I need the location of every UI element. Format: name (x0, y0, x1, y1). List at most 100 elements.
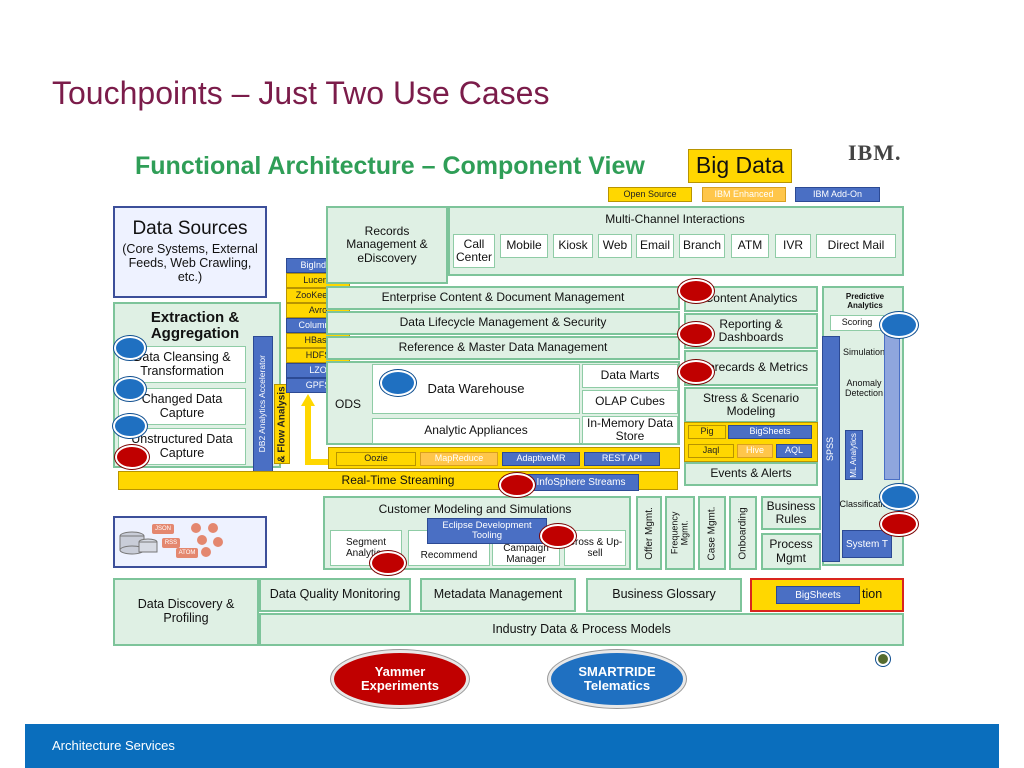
diagram-heading: Functional Architecture – Component View (135, 152, 645, 180)
ods-label: ODS (334, 397, 361, 412)
offer-mgmt: Offer Mgmt. (636, 496, 662, 570)
metadata-management: Metadata Management (420, 578, 576, 612)
bigsheets-bottom: BigSheets (776, 586, 860, 604)
data-marts: Data Marts (582, 364, 678, 388)
big-data-badge: Big Data (688, 149, 792, 183)
case-mgmt-label: Case Mgmt. (706, 506, 718, 560)
use-case-smartride[interactable]: SMARTRIDE Telematics (548, 650, 686, 708)
spss-vertical: SPSS (822, 336, 840, 562)
use-case-yammer[interactable]: Yammer Experiments (331, 650, 469, 708)
frequency-mgmt: Frequency Mgmt. (665, 496, 695, 570)
in-memory-store: In-Memory Data Store (582, 416, 678, 444)
hadoop-rest-api: REST API (584, 452, 660, 466)
eclipse-tooling: Eclipse Development Tooling (427, 518, 547, 544)
predictive-system-t: System T (842, 530, 892, 558)
data-sources-title: Data Sources (132, 218, 248, 240)
json-icon: JSON (152, 524, 174, 534)
marker-blue-scoring (880, 312, 918, 338)
spss-label: SPSS (825, 436, 836, 461)
predictive-scoring: Scoring (830, 315, 884, 331)
tool-jaql: Jaql (688, 444, 734, 458)
flow-analysis-vertical: & Flow Analysis (274, 384, 290, 464)
channel-atm[interactable]: ATM (731, 234, 769, 258)
marker-red-segment (370, 551, 406, 575)
social-icons (188, 520, 228, 560)
row-reference-master: Reference & Master Data Management (326, 336, 680, 360)
predictive-anomaly: Anomaly Detection (844, 378, 884, 398)
predictive-classification: Classification (839, 499, 893, 510)
channel-kiosk[interactable]: Kiosk (553, 234, 593, 258)
channel-mobile[interactable]: Mobile (500, 234, 548, 258)
marker-red-streaming (499, 473, 535, 497)
ml-analytics-label: ML Analytics (848, 432, 858, 478)
tool-bigsheets: BigSheets (728, 425, 812, 439)
channel-branch[interactable]: Branch (679, 234, 725, 258)
marker-red-crossup (540, 524, 576, 548)
hadoop-adaptivemr: AdaptiveMR (502, 452, 580, 466)
flow-analysis-label: & Flow Analysis (276, 385, 288, 463)
ibm-logo: IBM. (848, 140, 902, 165)
channel-web[interactable]: Web (598, 234, 632, 258)
row-enterprise-content: Enterprise Content & Document Management (326, 286, 680, 310)
footer-bar (25, 724, 999, 768)
channel-direct-mail[interactable]: Direct Mail (816, 234, 896, 258)
marker-blue-unstructured (113, 414, 147, 438)
frequency-mgmt-label: Frequency Mgmt. (669, 511, 689, 555)
db2-analytics-vertical: DB2 Analytics Accelerator (253, 336, 273, 472)
data-quality: Data Quality Monitoring (259, 578, 411, 612)
predictive-title: Predictive Analytics (845, 292, 885, 310)
marker-blue-warehouse (380, 370, 416, 396)
channel-email[interactable]: Email (636, 234, 674, 258)
atom-icon: ATOM (176, 548, 198, 558)
marker-blue-classification (880, 484, 918, 510)
records-management: Records Management & eDiscovery (326, 206, 448, 284)
predictive-simulation: Simulation (842, 347, 886, 358)
tool-pig: Pig (688, 425, 726, 439)
case-mgmt: Case Mgmt. (698, 496, 726, 570)
customer-modeling-title: Customer Modeling and Simulations (378, 502, 572, 517)
marker-red-scorecards (678, 360, 714, 384)
business-rules: Business Rules (761, 496, 821, 530)
database-icon (118, 528, 158, 558)
tool-hive: Hive (737, 444, 773, 458)
events-alerts: Events & Alerts (684, 462, 818, 486)
rss-icon: RSS (162, 538, 180, 548)
tool-aql: AQL (776, 444, 812, 458)
marker-blue-cleansing (114, 336, 146, 360)
hadoop-mapreduce: MapReduce (420, 452, 498, 466)
marker-red-content (678, 279, 714, 303)
data-discovery: Data Discovery & Profiling (113, 578, 259, 646)
olap-cubes: OLAP Cubes (582, 390, 678, 414)
stress-scenario: Stress & Scenario Modeling (684, 387, 818, 423)
marker-red-reporting (678, 322, 714, 346)
ml-analytics-vertical: ML Analytics (845, 430, 863, 480)
analytic-appliances: Analytic Appliances (372, 418, 580, 444)
data-sources-box: Data Sources (Core Systems, External Fee… (113, 206, 267, 298)
row-data-lifecycle: Data Lifecycle Management & Security (326, 311, 680, 335)
governance-suffix: tion (862, 587, 883, 601)
extraction-title: Extraction & Aggregation (150, 308, 240, 342)
marker-red-classification (880, 512, 918, 536)
business-glossary: Business Glossary (586, 578, 742, 612)
slide-title: Touchpoints – Just Two Use Cases (52, 75, 550, 111)
footer-text: Architecture Services (52, 738, 175, 753)
marker-red-unstructured (115, 445, 149, 469)
industry-models: Industry Data & Process Models (259, 613, 904, 646)
channel-call-center[interactable]: Call Center (453, 234, 495, 268)
db2-label: DB2 Analytics Accelerator (257, 355, 268, 453)
process-mgmt: Process Mgmt (761, 533, 821, 570)
channel-ivr[interactable]: IVR (775, 234, 811, 258)
onboarding-label: Onboarding (737, 506, 749, 560)
data-sources-subtitle: (Core Systems, External Feeds, Web Crawl… (122, 242, 258, 284)
predictive-blue-strip (884, 330, 900, 480)
legend-ibm-add-on: IBM Add-On (795, 187, 880, 202)
multi-channel-title: Multi-Channel Interactions (605, 212, 745, 227)
legend-ibm-enhanced: IBM Enhanced (702, 187, 786, 202)
legend-open-source: Open Source (608, 187, 692, 202)
marker-small-dot (876, 652, 890, 666)
marker-blue-changed (114, 377, 146, 401)
offer-mgmt-label: Offer Mgmt. (643, 506, 655, 560)
infosphere-streams: InfoSphere Streams (523, 474, 639, 491)
hadoop-oozie: Oozie (336, 452, 416, 466)
onboarding: Onboarding (729, 496, 757, 570)
